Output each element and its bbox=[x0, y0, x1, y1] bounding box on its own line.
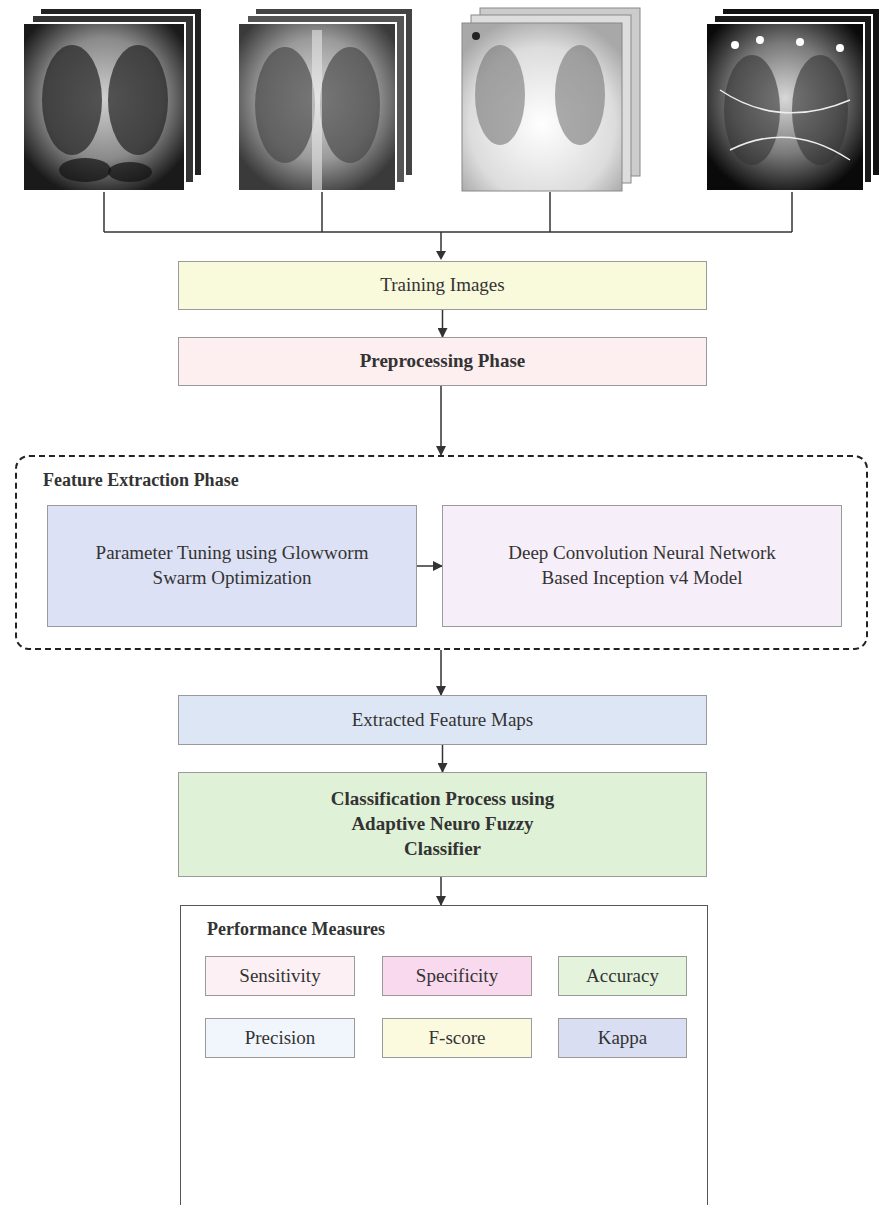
flow-arrow bbox=[442, 745, 444, 772]
box-label: Kappa bbox=[598, 1026, 648, 1051]
xray-stack bbox=[238, 8, 413, 191]
box-label: Deep Convolution Neural Network Based In… bbox=[492, 541, 792, 590]
xray-stack bbox=[23, 8, 202, 191]
box-label: Training Images bbox=[380, 273, 504, 298]
measures-panel: Performance MeasuresSensitivity Specifici… bbox=[180, 905, 708, 1205]
measure-box: Accuracy bbox=[558, 956, 687, 996]
process-box: Extracted Feature Maps bbox=[178, 695, 707, 745]
box-label: Sensitivity bbox=[239, 964, 320, 989]
measure-box: Sensitivity bbox=[205, 956, 355, 996]
process-box: Training Images bbox=[178, 261, 707, 310]
box-label: F-score bbox=[429, 1026, 486, 1051]
group-heading: Performance Measures bbox=[207, 918, 385, 941]
arrow-head bbox=[436, 251, 446, 260]
group-heading: Feature Extraction Phase bbox=[43, 469, 239, 492]
box-label: Extracted Feature Maps bbox=[352, 708, 533, 733]
box-label: Classification Process using Adaptive Ne… bbox=[318, 787, 568, 861]
measure-box: Specificity bbox=[382, 956, 532, 996]
box-label: Accuracy bbox=[586, 964, 659, 989]
flow-arrow bbox=[440, 877, 442, 905]
xray-stack bbox=[462, 8, 640, 191]
measure-box: F-score bbox=[382, 1018, 532, 1058]
flow-arrow bbox=[442, 310, 444, 337]
process-box: Classification Process using Adaptive Ne… bbox=[178, 772, 707, 877]
process-box: Parameter Tuning using Glowworm Swarm Op… bbox=[47, 505, 417, 627]
measure-box: Precision bbox=[205, 1018, 355, 1058]
xray-stack bbox=[706, 8, 880, 191]
merge-bracket bbox=[104, 192, 792, 252]
flow-arrow bbox=[417, 565, 442, 567]
box-label: Parameter Tuning using Glowworm Swarm Op… bbox=[87, 541, 377, 590]
phase-group: Feature Extraction PhaseParameter Tuning… bbox=[15, 455, 868, 650]
box-label: Preprocessing Phase bbox=[360, 349, 526, 374]
flow-arrow bbox=[440, 650, 442, 695]
measure-box: Kappa bbox=[558, 1018, 687, 1058]
box-label: Specificity bbox=[416, 964, 498, 989]
process-box: Preprocessing Phase bbox=[178, 337, 707, 386]
flow-arrow bbox=[440, 386, 442, 455]
box-label: Precision bbox=[245, 1026, 316, 1051]
process-box: Deep Convolution Neural Network Based In… bbox=[442, 505, 842, 627]
